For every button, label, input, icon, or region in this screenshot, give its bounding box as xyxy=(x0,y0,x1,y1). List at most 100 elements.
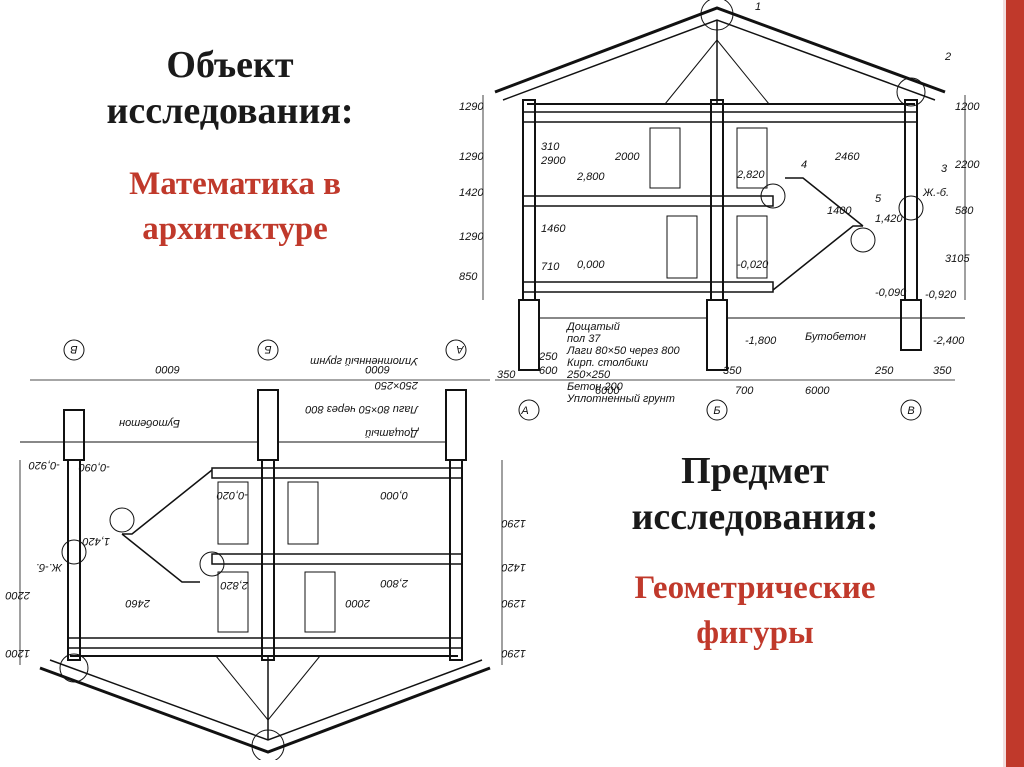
roof-outline-inv xyxy=(39,666,491,754)
level-minus-0090: -0,090 xyxy=(875,287,907,299)
dim-left-1420-inv: 1420 xyxy=(501,561,526,573)
axis-b-marker-inv xyxy=(257,339,279,361)
dim-inner-2460: 2460 xyxy=(834,151,860,163)
level-0000: 0,000 xyxy=(577,259,605,271)
dim-left-1420: 1420 xyxy=(459,187,484,199)
dim-inner-1460: 1460 xyxy=(541,223,566,235)
roof-strut-left-inv xyxy=(267,655,321,721)
callout-2-circle xyxy=(896,77,926,107)
foundation-c xyxy=(900,299,922,351)
door-upper-2-inv xyxy=(217,571,249,633)
axis-b-marker xyxy=(706,399,728,421)
dim-right-580: 580 xyxy=(955,205,974,217)
axis-a-marker-inv xyxy=(445,339,467,361)
level-minus-0020: -0,020 xyxy=(737,259,769,271)
callout-5-circle-inv xyxy=(109,507,135,533)
note-line-1: Дощатый xyxy=(565,321,620,333)
dim-right-1200-inv: 1200 xyxy=(5,647,30,659)
wall-c-inv xyxy=(67,459,81,661)
wall-b-inv xyxy=(261,459,275,661)
accent-edge xyxy=(1006,0,1024,767)
level-minus-0920-inv: -0,920 xyxy=(28,459,60,471)
note-line-6: Бетон 200 xyxy=(567,381,624,393)
label-butobeton-inv: Бутобетон xyxy=(119,417,180,429)
roof-inner xyxy=(502,19,936,101)
callout-4-label: 4 xyxy=(801,159,807,171)
level-1420-inv: 1,420 xyxy=(82,535,110,547)
floor-slab-1 xyxy=(522,281,774,293)
building-structure-inverted: А Б В 2,800 0,000 -0,020 2,820 1,420 -0,… xyxy=(5,339,526,760)
accent-edge-inner xyxy=(1003,0,1006,767)
wall-b xyxy=(710,99,724,301)
note-line-3: Лаги 80×50 через 800 xyxy=(566,345,681,357)
dim-bottom-6000-left: 6000 xyxy=(595,385,620,397)
level-minus-0920: -0,920 xyxy=(925,289,957,301)
axis-a-label-inv: А xyxy=(456,343,464,355)
wall-a-inv xyxy=(449,459,463,661)
note-line-7: Уплотненный грунт xyxy=(566,393,675,405)
dim-inner-2900: 2900 xyxy=(540,155,566,167)
stair-upper-inv xyxy=(121,533,200,583)
dim-left-1290-c: 1290 xyxy=(459,231,484,243)
note-line-1-inv: Дощатый xyxy=(365,427,420,439)
callout-2-circle-inv xyxy=(59,653,89,683)
callout-4-circle-inv xyxy=(199,551,225,577)
label-butobeton: Бутобетон xyxy=(805,331,866,343)
dim-bottom-250-c: 250 xyxy=(874,365,894,377)
door-upper-2 xyxy=(736,127,768,189)
note-line-4: Кирп. столбики xyxy=(567,357,648,369)
stair-upper xyxy=(785,177,864,227)
note-line-3-inv: Лаги 80×50 через 800 xyxy=(304,403,419,415)
dim-bottom-6000-right-inv: 6000 xyxy=(155,363,180,375)
level-minus-1800: -1,800 xyxy=(745,335,777,347)
dim-bottom-350-b: 350 xyxy=(723,365,742,377)
foundation-a xyxy=(518,299,540,371)
callout-1-circle xyxy=(700,0,734,31)
dim-right-2200: 2200 xyxy=(954,159,980,171)
section-drawing-upright: А Б В 1 2 3 4 5 2,800 0,000 -0,020 2,820… xyxy=(459,0,980,421)
roof-strut-left xyxy=(664,39,718,105)
foundation-b xyxy=(706,299,728,371)
subject-subtitle-line1: Геометрические xyxy=(634,570,876,606)
callout-5-label: 5 xyxy=(875,193,882,205)
axis-b-label-inv: Б xyxy=(264,343,271,355)
level-2800-inv: 2,800 xyxy=(380,577,409,589)
dim-bottom-350-a: 350 xyxy=(497,369,516,381)
level-2820-inv: 2,820 xyxy=(220,579,249,591)
label-zhb: Ж.-б. xyxy=(922,187,949,199)
roof-strut-right xyxy=(716,39,770,105)
dim-right-1200: 1200 xyxy=(955,101,980,113)
foundation-b-inv xyxy=(257,389,279,461)
wall-a xyxy=(522,99,536,301)
drawing-labels: А Б В 1 2 3 4 5 2,800 0,000 -0,020 2,820… xyxy=(459,1,980,417)
dim-bottom-700: 700 xyxy=(735,385,754,397)
object-subtitle-line2: архитектуре xyxy=(142,210,328,247)
dim-inner-1400: 1400 xyxy=(827,205,852,217)
axis-c-marker-inv xyxy=(63,339,85,361)
callout-1-label: 1 xyxy=(755,1,761,13)
level-1420: 1,420 xyxy=(875,213,903,225)
level-0000-inv: 0,000 xyxy=(380,489,408,501)
section-drawing-inverted: А Б В 2,800 0,000 -0,020 2,820 1,420 -0,… xyxy=(5,339,526,760)
object-subtitle-line1: Математика в xyxy=(129,166,341,202)
level-minus-0090-inv: -0,090 xyxy=(78,461,110,473)
dim-bottom-250-a: 250 xyxy=(538,351,558,363)
callout-1-circle-inv xyxy=(251,729,285,760)
stair-lower xyxy=(772,225,863,291)
wall-c xyxy=(904,99,918,301)
subject-heading-line1: Предмет xyxy=(681,450,829,492)
dim-inner-710: 710 xyxy=(541,261,560,273)
roof-inner-inv xyxy=(49,659,483,741)
door-lower-2-inv xyxy=(217,481,249,545)
roof-outline xyxy=(494,6,946,94)
dim-right-2200-inv: 2200 xyxy=(5,589,31,601)
dim-left-1290-a: 1290 xyxy=(459,101,484,113)
dim-bottom-6000-left-inv: 6000 xyxy=(365,363,390,375)
dim-inner-2000-upper: 2000 xyxy=(614,151,640,163)
object-heading: Объект исследования: xyxy=(60,42,400,135)
door-upper-1 xyxy=(649,127,681,189)
object-heading-line1: Объект xyxy=(166,44,294,86)
dim-bottom-6000-right: 6000 xyxy=(805,385,830,397)
level-2800: 2,800 xyxy=(576,171,605,183)
note-line-2: пол 37 xyxy=(567,333,601,345)
